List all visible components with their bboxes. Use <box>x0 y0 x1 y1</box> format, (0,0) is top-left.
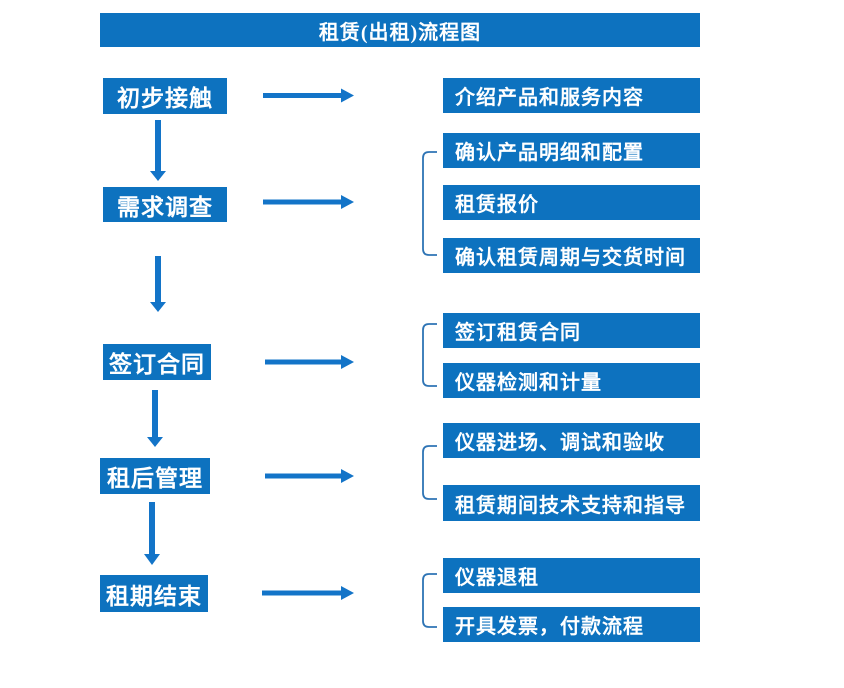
detail-sign-rental-contract: 签订租赁合同 <box>443 313 700 348</box>
flow-arrow-down-2 <box>150 256 166 312</box>
detail-instrument-return: 仪器退租 <box>443 558 700 593</box>
detail-invoice-payment: 开具发票，付款流程 <box>443 607 700 642</box>
bracket-rental-end-group <box>422 573 437 628</box>
flow-arrow-right-2 <box>263 195 354 209</box>
stage-demand-survey: 需求调查 <box>103 187 227 222</box>
flow-arrow-down-4 <box>144 502 160 565</box>
flow-arrow-down-3 <box>147 390 163 447</box>
detail-confirm-period-delivery: 确认租赁周期与交货时间 <box>443 238 700 273</box>
flow-arrow-right-4 <box>265 469 354 483</box>
flow-arrow-right-3 <box>265 355 354 369</box>
bracket-post-rental-group <box>422 445 437 500</box>
detail-rental-quote: 租赁报价 <box>443 185 700 220</box>
detail-rental-tech-support: 租赁期间技术支持和指导 <box>443 485 700 521</box>
stage-post-rental-management: 租后管理 <box>100 458 210 494</box>
stage-initial-contact: 初步接触 <box>103 78 227 114</box>
detail-instrument-entry-acceptance: 仪器进场、调试和验收 <box>443 423 700 458</box>
flow-arrow-right-5 <box>262 586 354 600</box>
flow-arrow-right-1 <box>263 88 354 103</box>
flowchart-title: 租赁(出租)流程图 <box>100 13 700 47</box>
detail-introduce-product-services: 介绍产品和服务内容 <box>443 78 700 113</box>
bracket-sign-contract-group <box>422 323 437 387</box>
bracket-demand-survey-group <box>422 151 437 256</box>
detail-instrument-testing-metering: 仪器检测和计量 <box>443 363 700 398</box>
stage-rental-period-end: 租期结束 <box>100 575 208 612</box>
flow-arrow-down-1 <box>150 120 166 181</box>
stage-sign-contract: 签订合同 <box>103 344 211 380</box>
detail-confirm-product-config: 确认产品明细和配置 <box>443 133 700 168</box>
